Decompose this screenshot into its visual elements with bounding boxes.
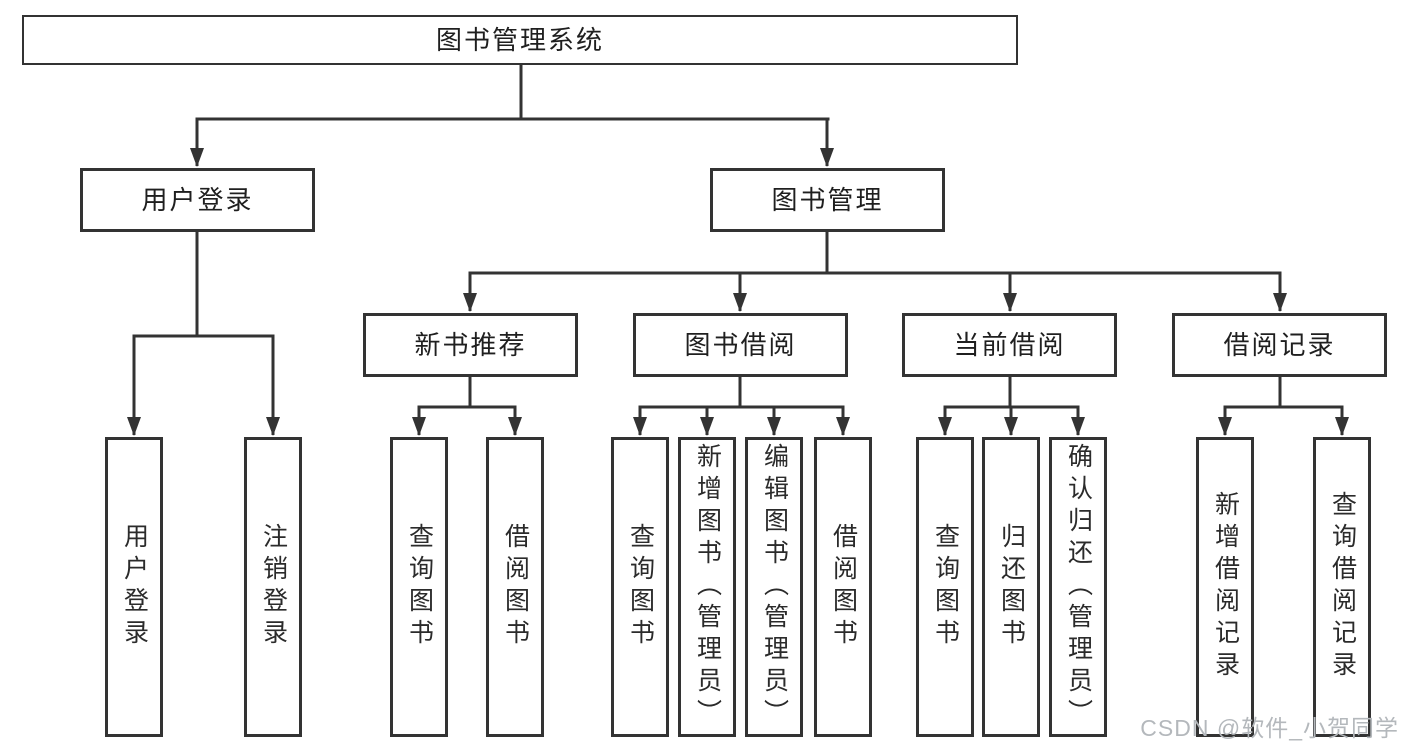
leaf-recommend-query-books: 查询图书 xyxy=(390,437,448,737)
leaf-recommend-query-books-label: 查询图书 xyxy=(405,523,434,651)
leaf-current-confirm-return-admin: 确认归还（管理员） xyxy=(1049,437,1107,737)
node-book-borrowing-label: 图书借阅 xyxy=(684,330,797,360)
leaf-records-query-borrow-record: 查询借阅记录 xyxy=(1313,437,1371,737)
leaf-user-login-label: 用户登录 xyxy=(120,523,149,651)
leaf-borrowing-edit-books-admin: 编辑图书（管理员） xyxy=(745,437,803,737)
node-root-label: 图书管理系统 xyxy=(435,25,604,55)
leaf-user-login: 用户登录 xyxy=(105,437,163,737)
leaf-current-confirm-return-admin-label: 确认归还（管理员） xyxy=(1064,443,1093,731)
leaf-current-query-books: 查询图书 xyxy=(916,437,974,737)
leaf-recommend-borrow-books: 借阅图书 xyxy=(486,437,544,737)
leaf-borrowing-edit-books-admin-label: 编辑图书（管理员） xyxy=(760,443,789,731)
leaf-borrowing-add-books-admin-label: 新增图书（管理员） xyxy=(693,443,722,731)
leaf-current-return-books: 归还图书 xyxy=(982,437,1040,737)
leaf-borrowing-query-books-label: 查询图书 xyxy=(626,523,655,651)
node-user-login-label: 用户登录 xyxy=(141,185,254,215)
leaf-records-query-borrow-record-label: 查询借阅记录 xyxy=(1328,491,1357,683)
leaf-borrowing-borrow-books-label: 借阅图书 xyxy=(829,523,858,651)
leaf-logout-login-label: 注销登录 xyxy=(259,523,288,651)
csdn-watermark: CSDN @软件_小贺同学 xyxy=(1140,715,1399,741)
leaf-current-return-books-label: 归还图书 xyxy=(997,523,1026,651)
node-user-login: 用户登录 xyxy=(80,168,315,232)
leaf-borrowing-add-books-admin: 新增图书（管理员） xyxy=(678,437,736,737)
leaf-records-add-borrow-record-label: 新增借阅记录 xyxy=(1211,491,1240,683)
leaf-recommend-borrow-books-label: 借阅图书 xyxy=(501,523,530,651)
leaf-logout-login: 注销登录 xyxy=(244,437,302,737)
leaf-current-query-books-label: 查询图书 xyxy=(931,523,960,651)
leaf-records-add-borrow-record: 新增借阅记录 xyxy=(1196,437,1254,737)
node-book-management: 图书管理 xyxy=(710,168,945,232)
node-current-borrowing-label: 当前借阅 xyxy=(953,330,1066,360)
node-borrowing-records-label: 借阅记录 xyxy=(1223,330,1336,360)
leaf-borrowing-borrow-books: 借阅图书 xyxy=(814,437,872,737)
node-borrowing-records: 借阅记录 xyxy=(1172,313,1387,377)
node-current-borrowing: 当前借阅 xyxy=(902,313,1117,377)
node-library-management-system: 图书管理系统 xyxy=(22,15,1018,65)
node-new-book-recommendation-label: 新书推荐 xyxy=(414,330,527,360)
node-book-borrowing: 图书借阅 xyxy=(633,313,848,377)
leaf-borrowing-query-books: 查询图书 xyxy=(611,437,669,737)
node-book-management-label: 图书管理 xyxy=(771,185,884,215)
node-new-book-recommendation: 新书推荐 xyxy=(363,313,578,377)
